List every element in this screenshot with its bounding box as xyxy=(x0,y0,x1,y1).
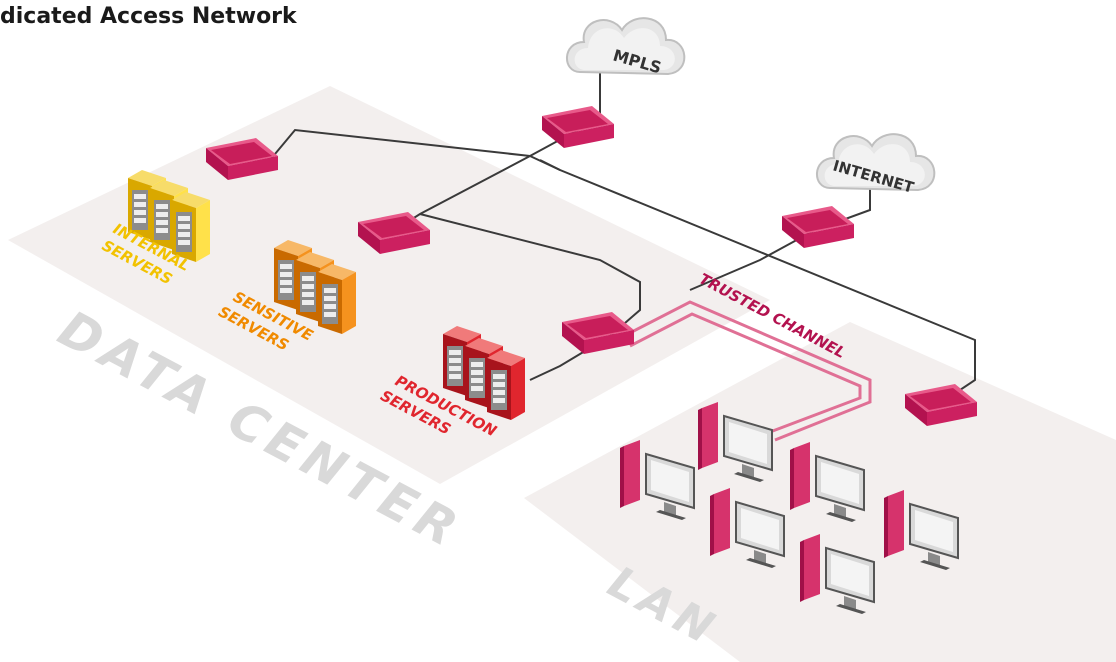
mpls-appliance-icon xyxy=(542,106,614,148)
link-lan-right xyxy=(539,159,561,171)
sensitive-server-icon xyxy=(318,264,356,334)
page-title: dicated Access Network xyxy=(0,4,297,29)
trusted-channel-line-inner xyxy=(629,312,862,434)
link-to-production xyxy=(419,213,641,381)
data-center-platform xyxy=(8,86,770,484)
production-server-icon xyxy=(487,350,525,420)
trusted-channel-line-outer xyxy=(619,300,872,442)
